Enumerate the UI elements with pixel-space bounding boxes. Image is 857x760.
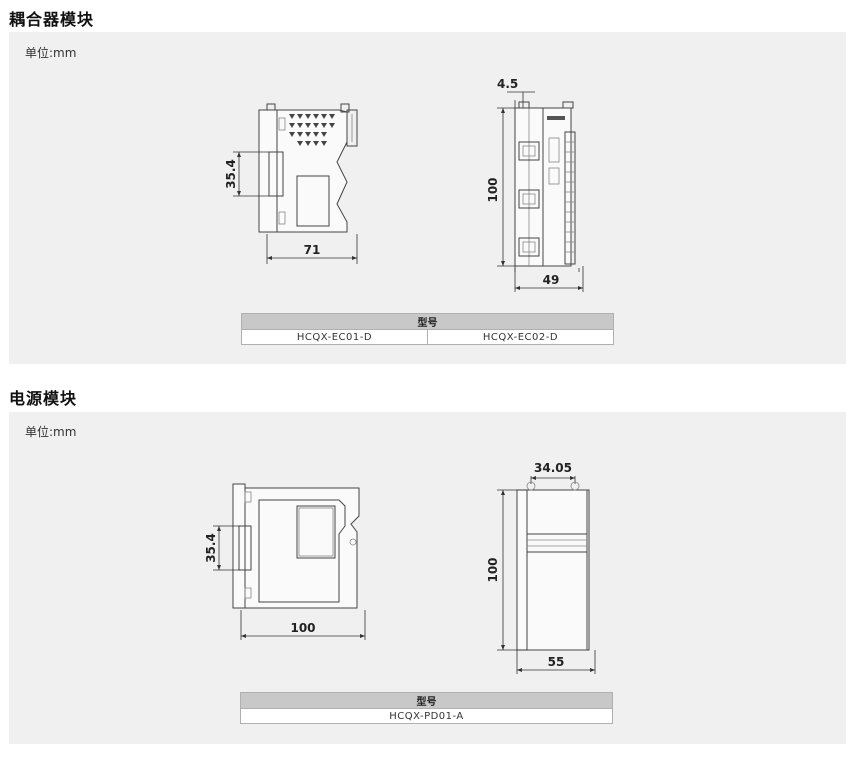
power-side-view: 100 35.4	[204, 483, 366, 640]
coupler-ethernet-ports	[518, 141, 540, 257]
power-front-height-dim: 100	[486, 557, 500, 582]
power-front-view: 34.05 100	[486, 461, 590, 651]
power-model-table: 型号 HCQX-PD01-A	[240, 692, 613, 724]
power-model-1: HCQX-PD01-A	[240, 708, 613, 724]
power-side-width-dim: 100	[290, 621, 315, 635]
coupler-unit-label: 单位:mm	[25, 46, 77, 60]
coupler-model-table: 型号 HCQX-EC01-D HCQX-EC02-D	[241, 313, 614, 345]
coupler-section-title: 耦合器模块	[9, 10, 95, 29]
power-panel: 单位:mm 100 35.4 34.05	[9, 412, 846, 744]
coupler-table-header: 型号	[241, 313, 614, 330]
coupler-front-view: 4.5	[486, 77, 580, 272]
coupler-side-width-dim: 71	[304, 243, 321, 257]
power-front-top-dim: 34.05	[534, 461, 572, 475]
coupler-side-view: 71 35.4	[224, 103, 358, 264]
coupler-front-width-dim: 49	[543, 273, 560, 287]
power-section-title: 电源模块	[9, 389, 78, 408]
power-unit-label: 单位:mm	[25, 425, 77, 439]
coupler-front-top-dim: 4.5	[497, 77, 518, 91]
coupler-model-1: HCQX-EC01-D	[241, 329, 428, 345]
coupler-vent-pattern	[289, 114, 335, 146]
coupler-front-height-dim: 100	[486, 177, 500, 202]
coupler-side-height-dim: 35.4	[224, 159, 238, 189]
power-side-height-dim: 35.4	[204, 533, 218, 563]
coupler-front-width-dim-group: 49	[514, 266, 584, 292]
power-front-width-dim-group: 55	[516, 650, 596, 674]
coupler-panel: 单位:mm 71 35.4	[9, 32, 846, 364]
power-front-width-dim: 55	[548, 655, 565, 669]
power-table-header: 型号	[240, 692, 613, 709]
coupler-model-2: HCQX-EC02-D	[427, 329, 614, 345]
coupler-terminal-strip	[564, 131, 576, 265]
